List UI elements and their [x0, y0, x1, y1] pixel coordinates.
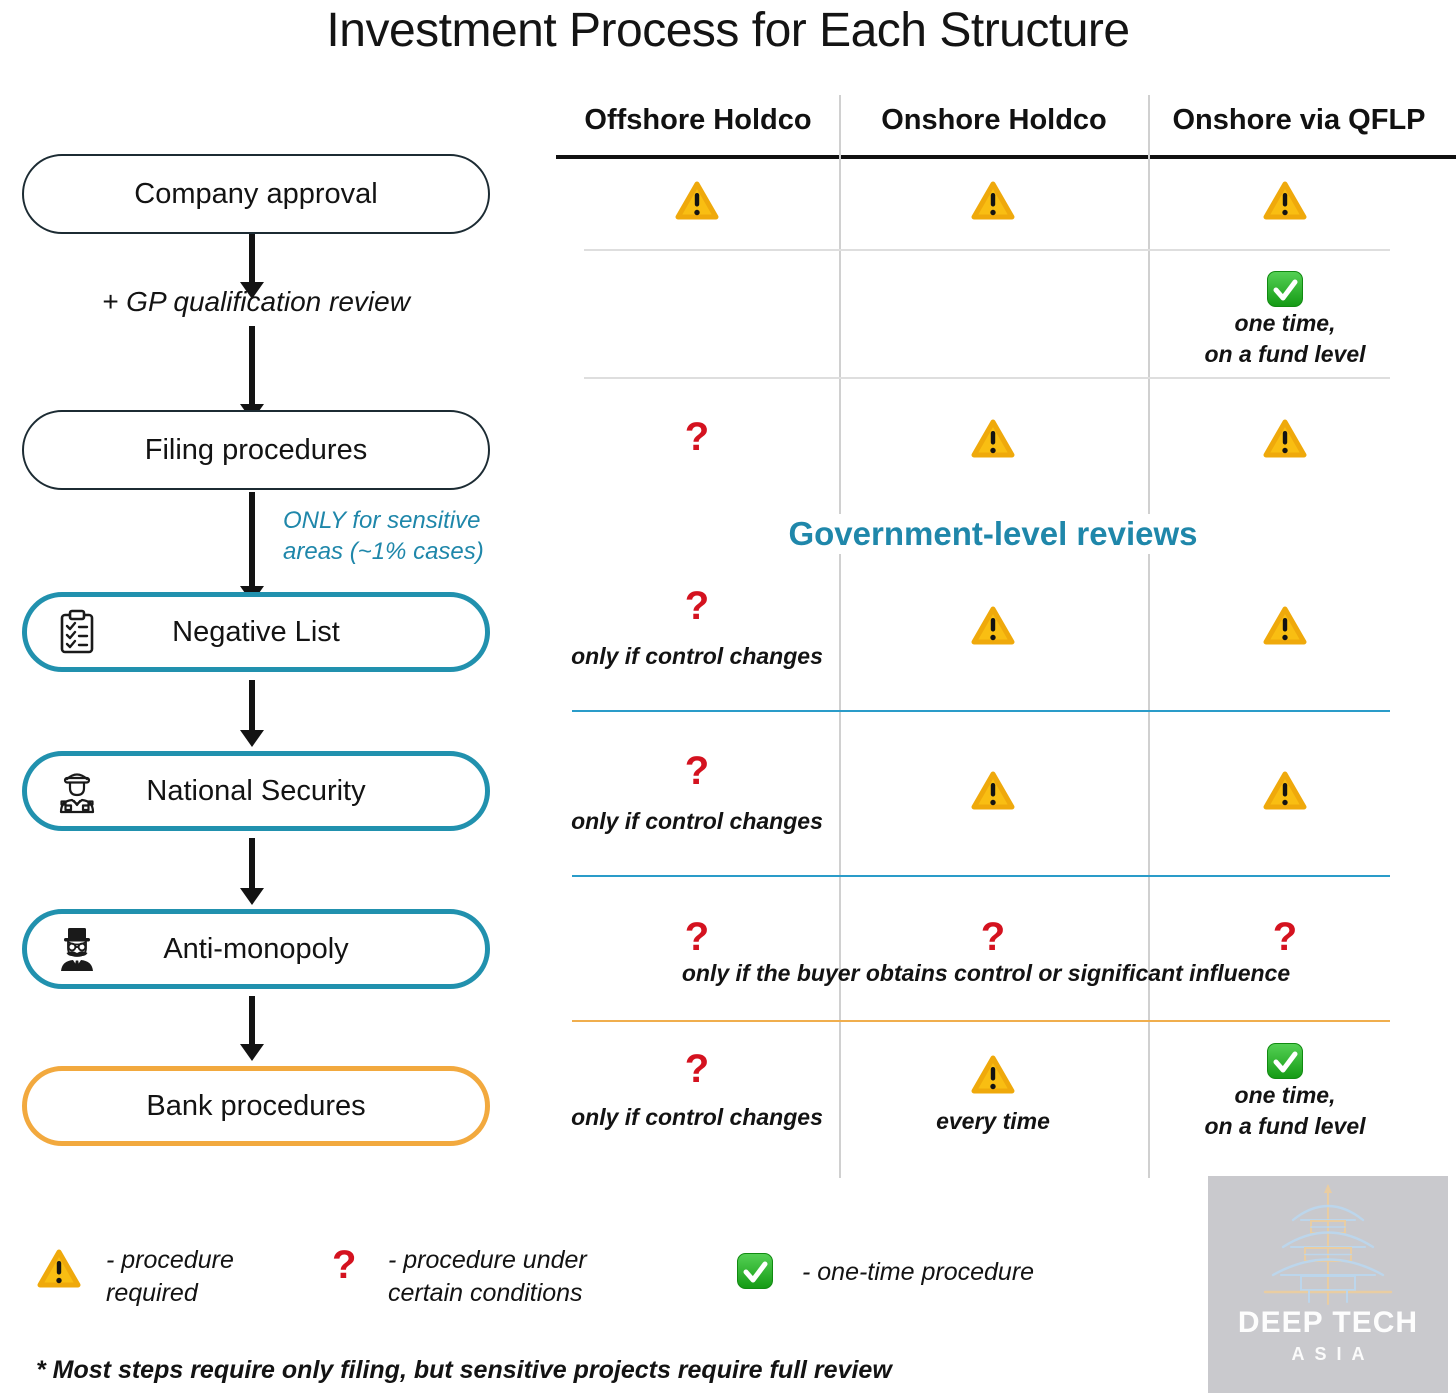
warning-icon [970, 770, 1016, 812]
deep-tech-asia-logo: DEEP TECH ASIA [1208, 1176, 1448, 1393]
cell-national-security-onshore [853, 770, 1133, 812]
warning-icon [970, 418, 1016, 460]
warning-icon [970, 1054, 1016, 1096]
warning-icon [970, 605, 1016, 647]
cell-company-approval-qflp [1145, 180, 1425, 222]
logo-brand-region: ASIA [1291, 1344, 1375, 1364]
flow-step-label: Filing procedures [144, 433, 368, 466]
column-header-onshore-holdco: Onshore Holdco [881, 104, 1107, 136]
flow-arrow-down [249, 492, 255, 588]
flow-step-bank-procedures: Bank procedures [22, 1066, 490, 1146]
flow-step-negative-list: Negative List [22, 592, 490, 672]
cell-negative-list-offshore: ? only if control changes [557, 585, 837, 672]
sensitive-areas-note: ONLY for sensitive areas (~1% cases) [283, 507, 484, 565]
cell-gp-qualification-qflp: one time, on a fund level [1145, 270, 1425, 370]
warning-icon [36, 1248, 82, 1290]
question-mark-icon: ? [1272, 915, 1298, 959]
column-header-offshore-holdco: Offshore Holdco [584, 104, 812, 136]
gp-qualification-note: + GP qualification review [102, 286, 410, 317]
row-divider-blue [572, 875, 1390, 877]
flow-arrow-down [249, 234, 255, 284]
flow-step-label: Bank procedures [146, 1089, 366, 1122]
cell-caption: on a fund level [1204, 341, 1366, 367]
flow-step-label: Negative List [172, 615, 340, 648]
cell-company-approval-offshore [557, 180, 837, 222]
warning-icon [1262, 770, 1308, 812]
cell-national-security-offshore: ? only if control changes [557, 750, 837, 837]
flow-step-label: Company approval [134, 177, 378, 210]
cell-caption: only if control changes [571, 643, 823, 669]
header-divider [556, 155, 1456, 159]
cell-negative-list-onshore [853, 605, 1133, 647]
column-divider [1148, 95, 1150, 1178]
column-divider [839, 95, 841, 1178]
flow-arrow-down [249, 996, 255, 1046]
column-header-onshore-via-qflp: Onshore via QFLP [1172, 104, 1426, 136]
cell-national-security-qflp [1145, 770, 1425, 812]
logo-brand-name: DEEP TECH [1237, 1306, 1419, 1339]
flow-arrow-down [249, 838, 255, 890]
anti-monopoly-caption: only if the buyer obtains control or sig… [681, 960, 1291, 986]
cell-filing-offshore: ? [557, 416, 837, 458]
legend-procedure-required: - procedure required [106, 1246, 234, 1307]
cell-bank-onshore: every time [853, 1054, 1133, 1137]
warning-icon [1262, 180, 1308, 222]
row-divider [584, 377, 1390, 379]
cell-bank-offshore: ? only if control changes [557, 1048, 837, 1133]
warning-icon [1262, 605, 1308, 647]
cell-caption: one time, [1234, 310, 1336, 336]
check-icon [1266, 270, 1304, 308]
officer-icon [53, 767, 101, 815]
cell-negative-list-qflp [1145, 605, 1425, 647]
warning-icon [970, 180, 1016, 222]
flow-step-company-approval: Company approval [22, 154, 490, 234]
check-icon [736, 1252, 774, 1290]
flow-step-label: National Security [146, 774, 366, 807]
warning-icon [674, 180, 720, 222]
question-mark-icon: ? [684, 915, 710, 959]
cell-filing-onshore [853, 418, 1133, 460]
cell-caption: on a fund level [1204, 1113, 1366, 1139]
row-divider-orange [572, 1020, 1390, 1022]
page-title: Investment Process for Each Structure [326, 4, 1130, 57]
legend-one-time: - one-time procedure [802, 1258, 1035, 1286]
flow-arrow-down [249, 326, 255, 406]
flow-step-filing-procedures: Filing procedures [22, 410, 490, 490]
question-mark-icon: ? [684, 584, 710, 628]
question-mark-icon: ? [684, 415, 710, 459]
question-mark-icon: ? [332, 1243, 357, 1287]
government-level-reviews-label: Government-level reviews [743, 514, 1243, 554]
cell-company-approval-onshore [853, 180, 1133, 222]
flow-step-national-security: National Security [22, 751, 490, 831]
legend-procedure-conditional: - procedure under certain conditions [388, 1246, 587, 1307]
cell-bank-qflp: one time, on a fund level [1145, 1042, 1425, 1142]
row-divider-blue [572, 710, 1390, 712]
cell-caption: only if control changes [571, 1104, 823, 1130]
cell-caption: only if control changes [571, 808, 823, 834]
monopoly-man-icon [53, 925, 101, 973]
flow-step-anti-monopoly: Anti-monopoly [22, 909, 490, 989]
pagoda-icon [1243, 1180, 1413, 1308]
cell-caption: one time, [1234, 1082, 1336, 1108]
flow-step-label: Anti-monopoly [163, 932, 349, 965]
row-divider [584, 249, 1390, 251]
checklist-icon [53, 608, 101, 656]
question-mark-icon: ? [684, 749, 710, 793]
cell-caption: every time [936, 1108, 1050, 1134]
cell-anti-monopoly-offshore: ? [557, 916, 837, 958]
check-icon [1266, 1042, 1304, 1080]
warning-icon [1262, 418, 1308, 460]
footnote: * Most steps require only filing, but se… [36, 1356, 892, 1384]
question-mark-icon: ? [980, 915, 1006, 959]
cell-filing-qflp [1145, 418, 1425, 460]
cell-anti-monopoly-qflp: ? [1145, 916, 1425, 958]
cell-anti-monopoly-onshore: ? [853, 916, 1133, 958]
flow-arrow-down [249, 680, 255, 732]
question-mark-icon: ? [684, 1047, 710, 1091]
